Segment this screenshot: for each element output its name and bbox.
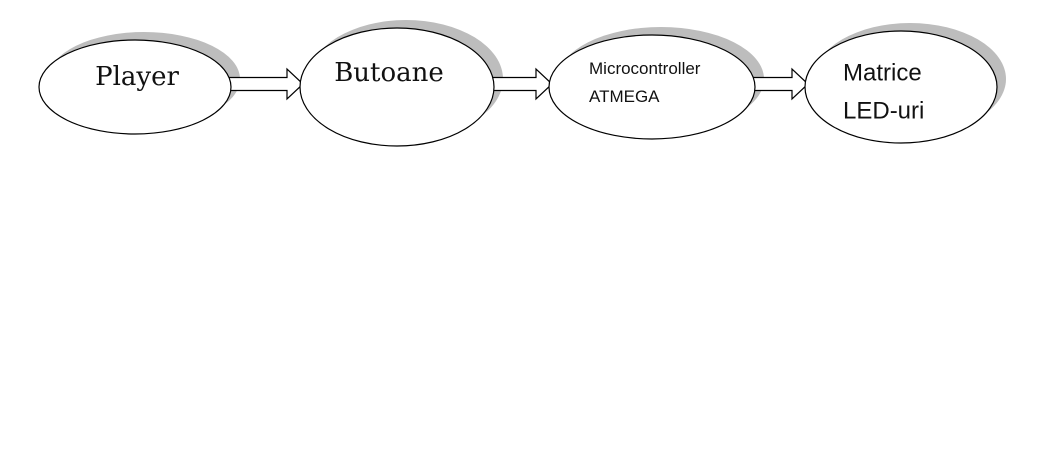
node-label-matrice-line-1: Matrice xyxy=(843,59,922,86)
node-label-matrice-line-2: LED-uri xyxy=(843,97,924,124)
arrow-player-to-butoane xyxy=(226,67,304,101)
node-butoane: Butoane xyxy=(299,27,495,147)
arrow-microcontroller-to-matrice xyxy=(750,67,809,101)
node-ellipse-matrice xyxy=(804,30,998,144)
node-ellipse-microcontroller xyxy=(548,34,756,140)
node-player: Player xyxy=(38,39,232,135)
arrow-butoane-to-microcontroller xyxy=(489,67,553,101)
node-label-microcontroller-line-1: Microcontroller xyxy=(589,59,701,78)
node-label-butoane-line-1: Butoane xyxy=(334,58,444,88)
node-label-microcontroller-line-2: ATMEGA xyxy=(589,87,660,106)
flow-arrows xyxy=(226,67,809,101)
node-ellipse-butoane xyxy=(299,27,495,147)
node-ellipse-player xyxy=(38,39,232,135)
node-label-player-line-1: Player xyxy=(95,62,179,92)
